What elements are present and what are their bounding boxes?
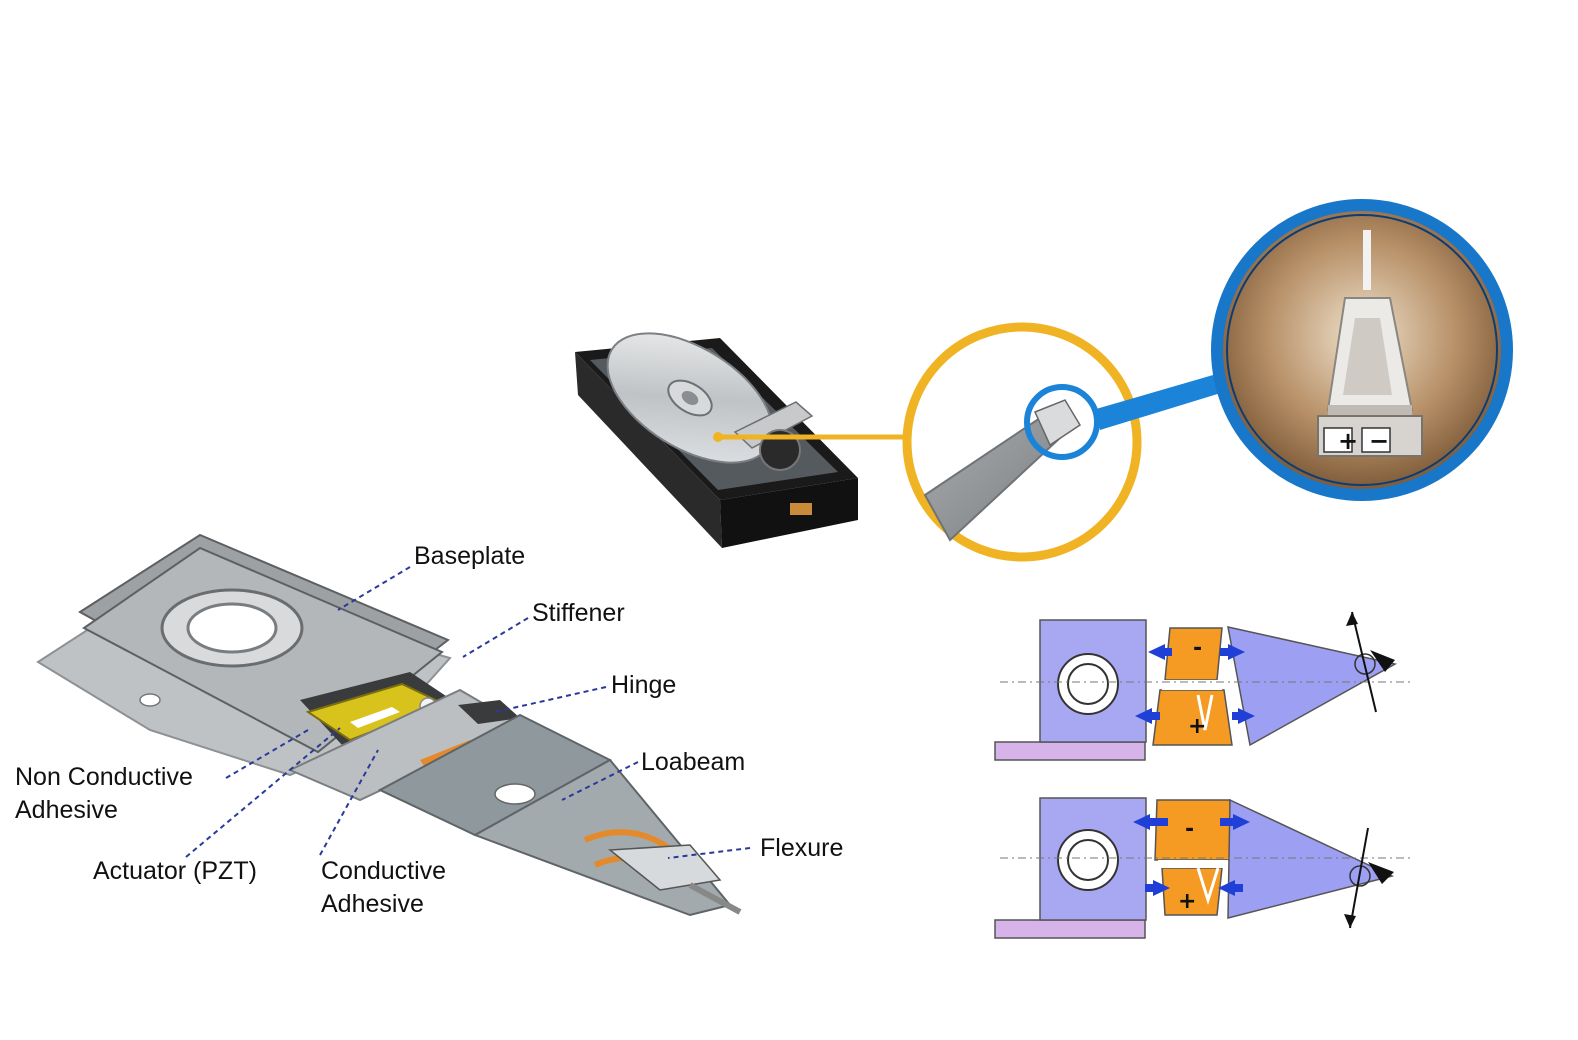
top-plus-sign: + [1188, 714, 1206, 739]
force-arrows-bottom [1133, 814, 1250, 896]
magnifier-ring-icon [713, 322, 1142, 562]
leader-stiffener [462, 617, 529, 658]
leader-baseplate [337, 566, 411, 611]
leader-lines [185, 566, 751, 859]
label-non-conductive-adhesive: Non Conductive Adhesive [15, 763, 193, 824]
pzt-schematic-bottom [994, 797, 1410, 939]
leader-flexure [667, 847, 751, 859]
leader-conductive [319, 749, 379, 856]
pzt-schematic-top [994, 611, 1410, 761]
leader-non-conductive [225, 729, 309, 779]
zoom-ring-icon [1096, 199, 1513, 501]
bottom-minus-sign: - [1185, 817, 1194, 842]
leader-actuator [185, 727, 341, 858]
pivot-arrow-icon [1349, 827, 1369, 929]
suspension-assembly-image [36, 533, 742, 917]
label-actuator-pzt: Actuator (PZT) [93, 857, 257, 885]
label-hinge: Hinge [611, 671, 677, 699]
leader-hinge [494, 686, 607, 713]
bottom-plus-sign: + [1178, 889, 1196, 914]
pivot-arrow-icon [1351, 611, 1377, 713]
top-minus-sign: - [1193, 636, 1202, 661]
label-conductive-adhesive: Conductive Adhesive [321, 857, 447, 918]
label-loabeam: Loabeam [641, 748, 746, 776]
zoom-minus-sign: − [1369, 427, 1389, 455]
label-flexure: Flexure [760, 834, 844, 862]
zoom-plus-sign: + [1338, 427, 1358, 455]
hard-drive-image [575, 332, 858, 548]
label-stiffener: Stiffener [532, 599, 625, 627]
force-arrows-top [1135, 644, 1255, 724]
label-baseplate: Baseplate [414, 542, 526, 570]
